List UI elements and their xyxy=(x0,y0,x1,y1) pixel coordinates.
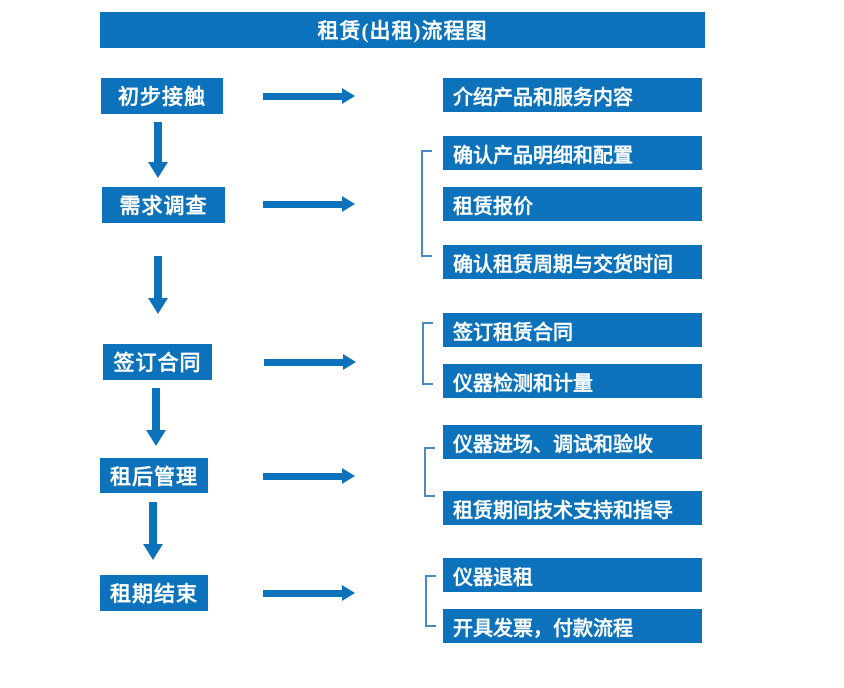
step-box-sign-contract: 签订合同 xyxy=(103,344,212,380)
arrow-head xyxy=(343,354,356,370)
detail-label: 确认租赁周期与交货时间 xyxy=(453,253,673,276)
group-bracket xyxy=(425,575,436,627)
detail-box: 仪器检测和计量 xyxy=(443,364,702,398)
arrow-head xyxy=(342,88,355,104)
arrow-shaft xyxy=(152,388,160,430)
arrow-shaft xyxy=(264,358,343,366)
group-bracket xyxy=(421,150,432,257)
step-label: 租后管理 xyxy=(110,464,198,489)
right-arrow-icon xyxy=(264,354,356,370)
detail-label: 租赁期间技术支持和指导 xyxy=(453,499,673,522)
detail-box: 介绍产品和服务内容 xyxy=(443,78,702,112)
arrow-shaft xyxy=(263,589,342,597)
step-box-rental-end: 租期结束 xyxy=(100,575,208,611)
arrow-head xyxy=(342,468,355,484)
detail-label: 开具发票，付款流程 xyxy=(453,617,633,640)
down-arrow-icon xyxy=(146,388,166,446)
arrow-shaft xyxy=(263,472,342,480)
detail-label: 租赁报价 xyxy=(453,195,533,218)
arrow-head xyxy=(148,162,168,178)
right-arrow-icon xyxy=(263,196,355,212)
down-arrow-icon xyxy=(148,256,168,314)
detail-label: 签订租赁合同 xyxy=(453,321,573,344)
step-label: 签订合同 xyxy=(113,351,202,375)
step-label: 需求调查 xyxy=(119,194,208,218)
arrow-head xyxy=(143,544,163,560)
detail-box: 仪器退租 xyxy=(443,558,702,592)
arrow-shaft xyxy=(263,92,342,100)
down-arrow-icon xyxy=(148,122,168,178)
step-label: 初步接触 xyxy=(118,85,206,109)
arrow-head xyxy=(342,585,355,601)
arrow-head xyxy=(146,430,166,446)
arrow-shaft xyxy=(149,502,157,544)
detail-box: 仪器进场、调试和验收 xyxy=(443,425,702,459)
arrow-shaft xyxy=(263,200,342,208)
group-bracket xyxy=(422,322,433,385)
arrow-head xyxy=(342,196,355,212)
detail-label: 仪器退租 xyxy=(453,566,533,589)
detail-box: 开具发票，付款流程 xyxy=(443,609,702,643)
step-label: 租期结束 xyxy=(110,582,198,606)
detail-box: 租赁报价 xyxy=(443,187,702,221)
detail-label: 仪器进场、调试和验收 xyxy=(453,433,653,456)
page-title: 租赁(出租)流程图 xyxy=(317,19,488,43)
right-arrow-icon xyxy=(263,88,355,104)
arrow-shaft xyxy=(154,256,162,298)
detail-label: 介绍产品和服务内容 xyxy=(453,86,633,109)
right-arrow-icon xyxy=(263,585,355,601)
arrow-shaft xyxy=(154,122,162,162)
group-bracket xyxy=(424,447,435,497)
detail-label: 确认产品明细和配置 xyxy=(453,144,633,167)
right-arrow-icon xyxy=(263,468,355,484)
title-bar: 租赁(出租)流程图 xyxy=(100,12,705,48)
arrow-head xyxy=(148,298,168,314)
detail-label: 仪器检测和计量 xyxy=(453,372,593,395)
step-box-initial-contact: 初步接触 xyxy=(101,78,223,114)
detail-box: 确认租赁周期与交货时间 xyxy=(443,245,702,279)
detail-box: 签订租赁合同 xyxy=(443,313,702,347)
step-box-needs-survey: 需求调查 xyxy=(102,187,225,223)
step-box-post-rental-management: 租后管理 xyxy=(100,458,208,493)
detail-box: 租赁期间技术支持和指导 xyxy=(443,491,702,525)
detail-box: 确认产品明细和配置 xyxy=(443,136,702,170)
down-arrow-icon xyxy=(143,502,163,560)
